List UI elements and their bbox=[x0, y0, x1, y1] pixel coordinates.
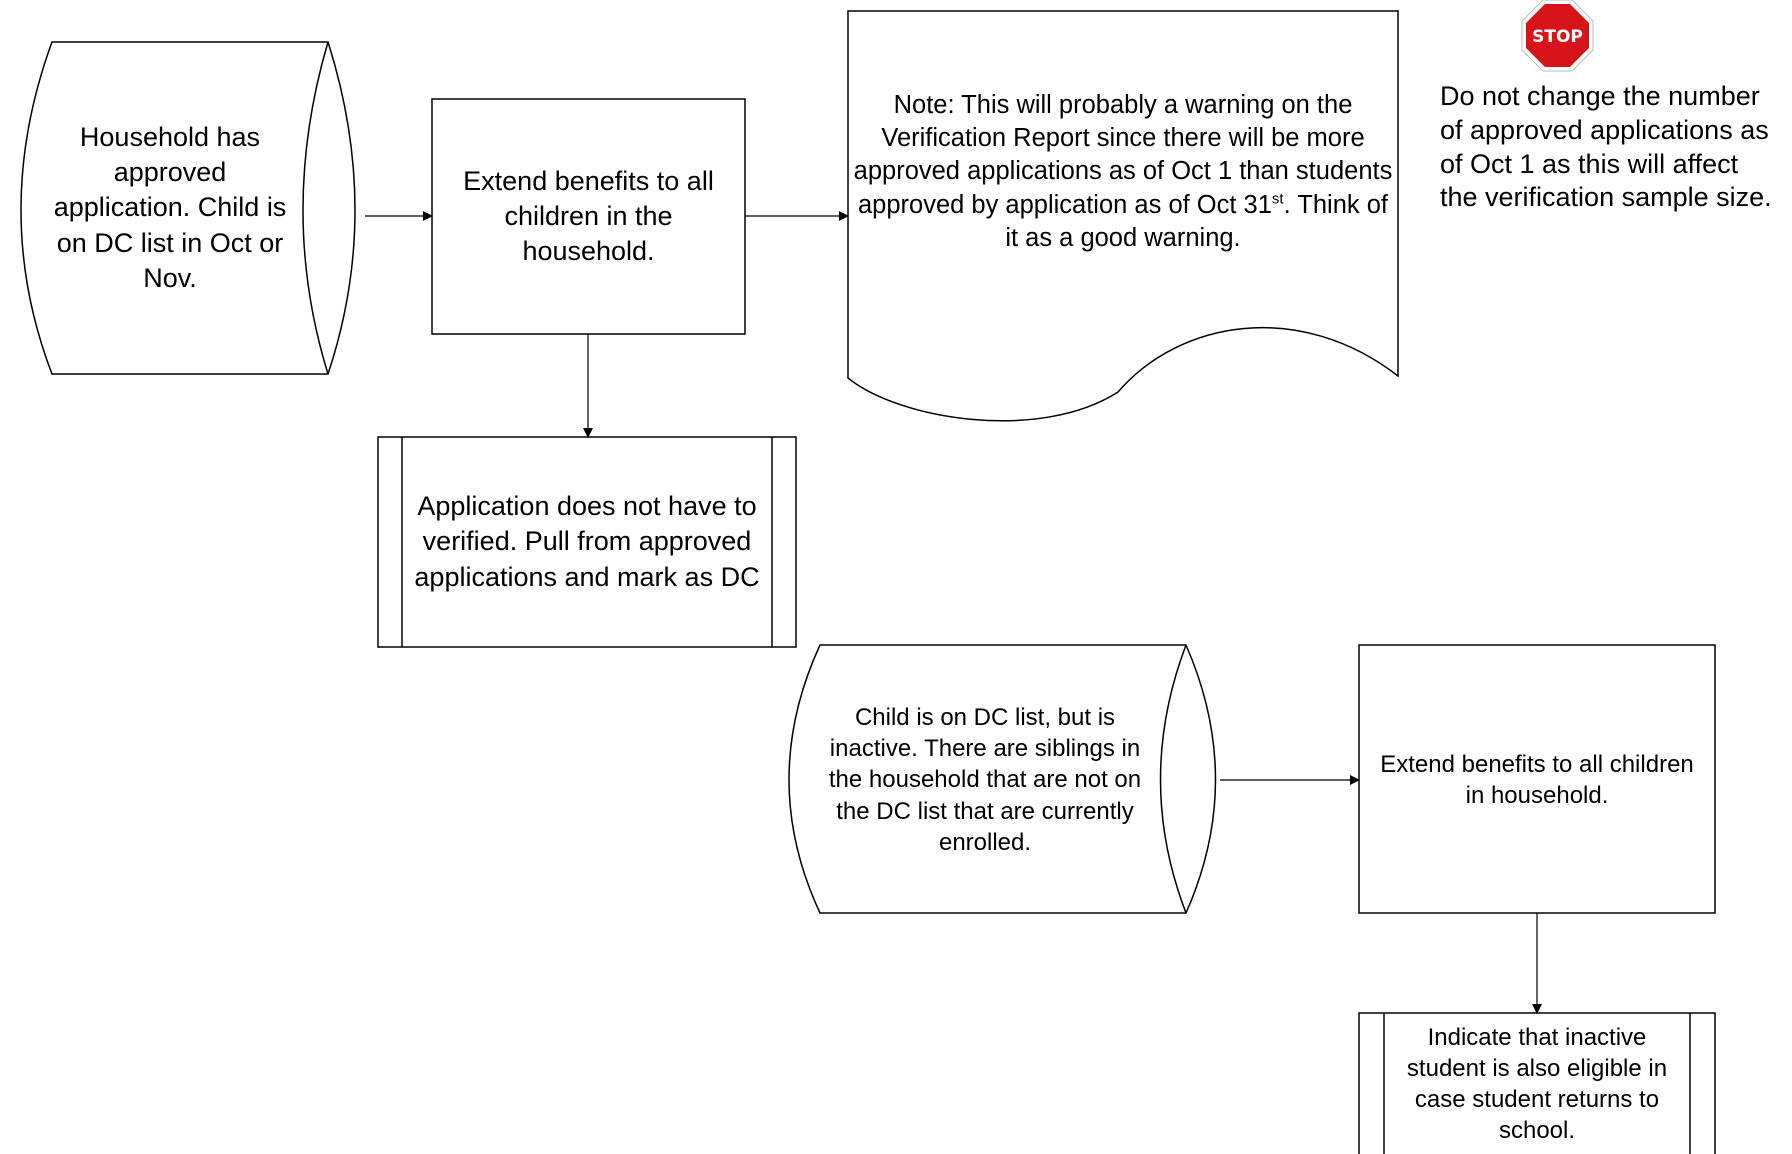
inactive-child-label: Child is on DC list, but is inactive. Th… bbox=[828, 704, 1142, 856]
household-approved-shape bbox=[20, 41, 356, 375]
indicate-inactive-label: Indicate that inactive student is also e… bbox=[1406, 1023, 1668, 1145]
extend-all-children-label: Extend benefits to all children in the h… bbox=[463, 165, 714, 267]
household-approved-label: Household has approved application. Chil… bbox=[53, 122, 287, 293]
extend-all-children-text: Extend benefits to all children in the h… bbox=[440, 99, 737, 334]
not-verified-label: Application does not have to verified. P… bbox=[414, 491, 760, 592]
stop-note-label: Do not change the number of approved app… bbox=[1440, 81, 1772, 213]
not-verified-text: Application does not have to verified. P… bbox=[406, 437, 768, 647]
note-label: Note: This will probably a warning on th… bbox=[853, 91, 1393, 252]
extend-household-label: Extend benefits to all children in house… bbox=[1380, 750, 1694, 809]
extend-household-text: Extend benefits to all children in house… bbox=[1380, 700, 1694, 860]
inactive-child-text: Child is on DC list, but is inactive. Th… bbox=[820, 680, 1150, 880]
inactive-child-shape bbox=[788, 644, 1217, 914]
indicate-inactive-text: Indicate that inactive student is also e… bbox=[1388, 1015, 1686, 1153]
stop-note-text: Do not change the number of approved app… bbox=[1440, 80, 1780, 215]
stop-sign-icon: STOP bbox=[1521, 0, 1594, 72]
stop-sign-label: STOP bbox=[1532, 27, 1583, 47]
household-approved-text: Household has approved application. Chil… bbox=[52, 42, 288, 374]
note-document-shape bbox=[847, 10, 1399, 422]
note-text: Note: This will probably a warning on th… bbox=[852, 52, 1394, 292]
